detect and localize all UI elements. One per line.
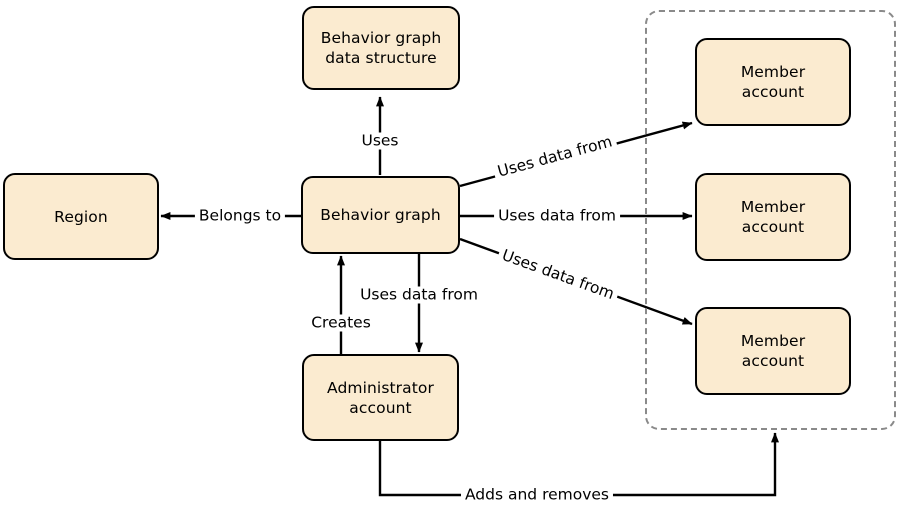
edge-label-uses-data-from-member-2: Uses data from — [494, 207, 620, 225]
node-label-line2: account — [349, 398, 412, 417]
node-behavior-graph[interactable]: Behavior graph — [301, 176, 460, 254]
node-label-line1: Member — [740, 63, 806, 81]
edge-label-uses: Uses — [357, 132, 403, 150]
node-label-line1: Member — [740, 332, 806, 350]
edge-label-uses-data-from-administrator: Uses data from — [356, 286, 482, 304]
edge-label-creates: Creates — [307, 314, 375, 332]
edge-label-adds-and-removes: Adds and removes — [460, 486, 614, 504]
node-label-line2: account — [741, 218, 805, 236]
node-label-line2: account — [741, 352, 805, 370]
node-member-account-3[interactable]: Member account — [695, 307, 851, 395]
node-label-line1: Region — [54, 207, 108, 226]
node-label-line1: Behavior graph — [320, 29, 442, 47]
node-member-account-1[interactable]: Member account — [695, 38, 851, 126]
edge-label-belongs-to: Belongs to — [194, 207, 286, 225]
node-label-line1: Behavior graph — [320, 206, 441, 224]
node-administrator-account[interactable]: Administrator account — [302, 354, 459, 441]
node-member-account-2[interactable]: Member account — [695, 173, 851, 261]
node-label-line2: account — [741, 83, 805, 101]
node-label-line1: Administrator — [327, 378, 434, 397]
node-label-line2: data structure — [325, 49, 437, 67]
node-behavior-graph-data-structure[interactable]: Behavior graph data structure — [302, 6, 460, 90]
member-accounts-group — [645, 10, 896, 430]
node-label-line1: Member — [740, 198, 806, 216]
node-region[interactable]: Region — [3, 173, 159, 260]
